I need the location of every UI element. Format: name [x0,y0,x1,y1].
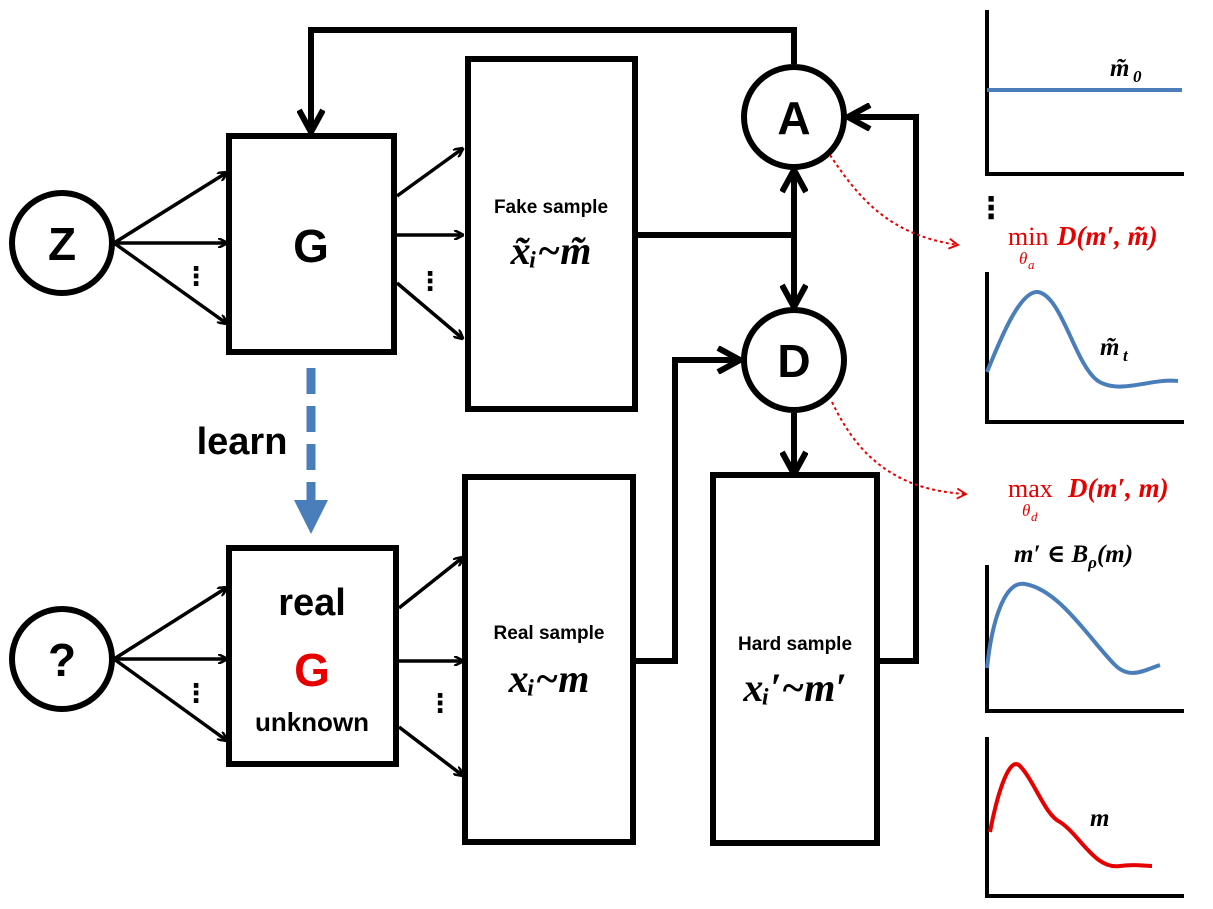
ball-label: m′ ∈ Bρ(m) [1014,541,1133,572]
generator-label: G [293,220,329,272]
discriminator-node: D [741,307,847,413]
real-g-line3: unknown [255,707,369,737]
thick-connectors [311,27,919,664]
discriminator-objective: max θ d D(m′, m) [1008,473,1169,524]
svg-text:m′ ∈ Bρ(m): m′ ∈ Bρ(m) [1014,541,1133,572]
ball-label-right: (m) [1097,541,1133,568]
z-node: Z [9,190,115,296]
plot-m0-axes [985,10,1184,176]
hard-sample-box: Hard sample xᵢ′~m′ [710,472,880,846]
unknown-input-label: ? [48,634,76,686]
plot-m-prime-curve [985,581,1161,675]
z-to-g-arrows [112,173,226,323]
z-node-label: Z [48,218,76,270]
realg-to-real-arrows [397,558,462,775]
plot-m-prime-axes [985,565,1184,713]
a-to-g-arrow [311,27,797,130]
plot-m-prime [985,565,1184,713]
g-arrows-ellipsis: ⋮ [417,266,443,296]
adversary-objective-op: min [1008,222,1048,251]
ball-label-left: m′ ∈ [1014,541,1071,568]
q-arrows-ellipsis: ⋮ [183,678,209,708]
discriminator-pointer [831,401,968,500]
ball-label-sub: ρ [1087,553,1097,572]
real-g-line2: G [294,644,330,696]
discriminator-objective-expr: D(m′, m) [1067,473,1169,503]
real-sample-title: Real sample [494,623,605,644]
real-sample-formula: xᵢ~m [508,656,590,701]
hard-sample-title: Hard sample [738,634,852,655]
discriminator-objective-op: max [1008,474,1053,503]
fake-sample-title: Fake sample [494,197,608,218]
adversary-objective-expr: D(m′, m̃) [1056,221,1158,251]
plot-m0-label: m̃ [1110,55,1129,82]
plot-m: m [985,737,1184,898]
plot-m0-sub: 0 [1133,67,1142,86]
adversary-node: A [741,64,847,170]
learn-label: learn [197,421,288,463]
g-to-fake-arrows [395,149,462,338]
q-to-realg-arrows [112,588,226,740]
objective-pointers [829,154,968,500]
adversary-objective-sub: θ [1019,249,1027,268]
ball-label-b: B [1070,541,1088,568]
hard-sample-formula: xᵢ′~m′ [742,665,846,710]
adversary-label: A [777,92,810,144]
plot-mt: m̃ t [985,272,1184,424]
learn-arrow [294,368,328,534]
discriminator-objective-subsub: d [1031,509,1038,524]
plots-ellipsis: ⋮ [976,192,1006,225]
plot-m0: m̃ 0 [985,10,1184,176]
plot-mt-sub: t [1123,346,1129,365]
plot-m-label: m [1090,805,1109,832]
plot-mt-axes [985,272,1184,424]
fake-sample-formula: x̃ᵢ~m̃ [510,228,592,273]
z-arrows-ellipsis: ⋮ [183,261,209,291]
fake-sample-box: Fake sample x̃ᵢ~m̃ [465,56,638,412]
real-g-box: real G unknown [226,545,399,767]
discriminator-label: D [777,335,810,387]
unknown-input-node: ? [9,606,115,712]
plot-mt-label: m̃ [1100,334,1119,361]
adversary-objective-subsub: a [1028,257,1035,272]
plot-m-curve [988,762,1153,869]
discriminator-objective-sub: θ [1022,501,1030,520]
real-g-line1: real [278,582,346,624]
plot-m-axes [985,737,1184,898]
generator-box: G [226,133,397,355]
plot-mt-curve [985,290,1179,389]
real-to-d-arrow [635,360,738,664]
hard-to-a-arrow [850,117,919,664]
realg-arrows-ellipsis: ⋮ [427,688,453,718]
adversary-objective: min θ a D(m′, m̃) [1008,221,1158,272]
real-sample-box: Real sample xᵢ~m [462,474,636,845]
adversary-pointer [829,154,960,250]
